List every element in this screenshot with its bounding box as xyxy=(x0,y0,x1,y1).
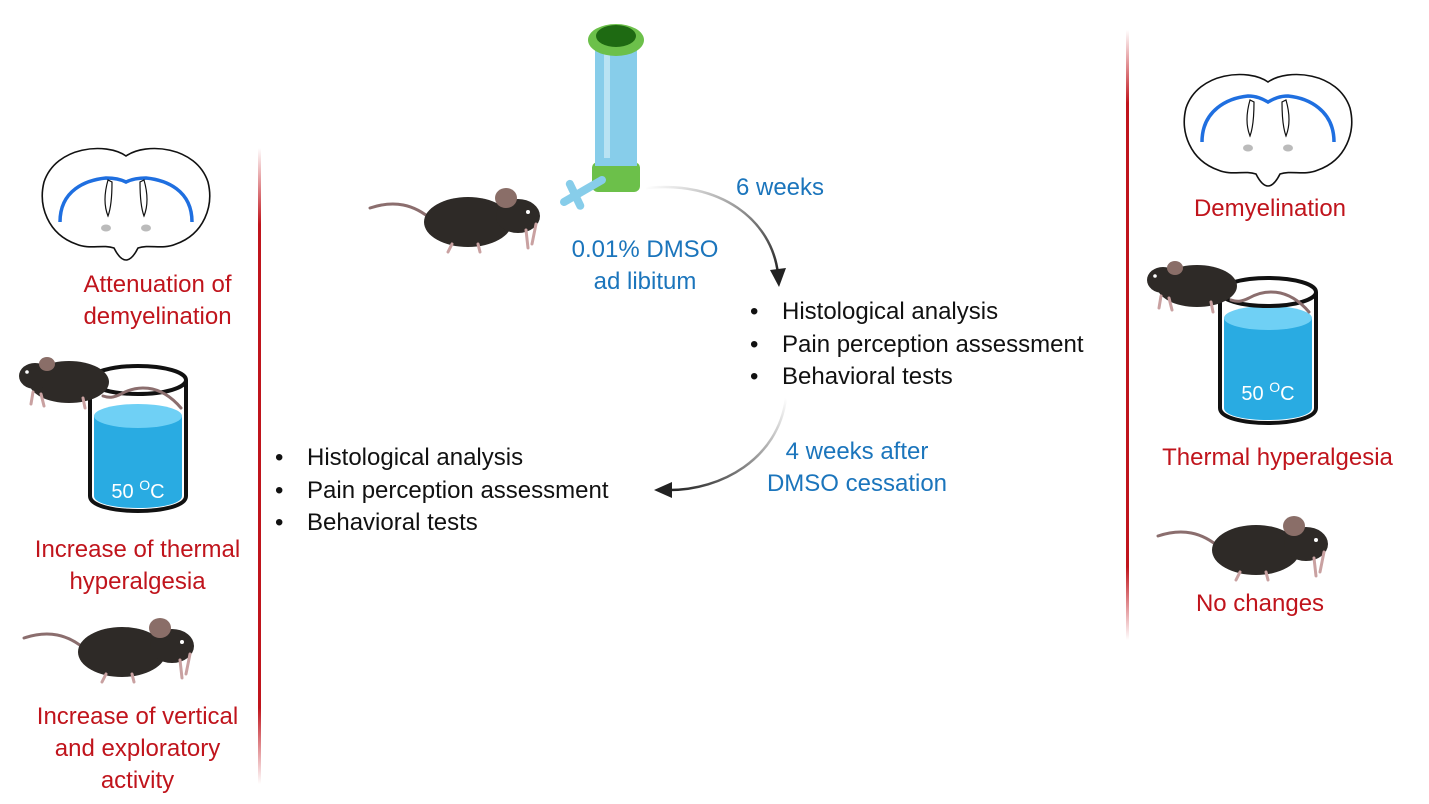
left-divider xyxy=(258,148,261,784)
left-activity-label: Increase of vertical and exploratory act… xyxy=(36,703,239,794)
list-item: Behavioral tests xyxy=(748,361,1084,394)
brain-section-icon xyxy=(41,147,211,261)
mouse-icon xyxy=(22,618,194,684)
mouse-icon xyxy=(1147,261,1311,314)
outcomes-list-1: Histological analysis Pain perception as… xyxy=(748,296,1084,394)
outcomes-list-2: Histological analysis Pain perception as… xyxy=(273,442,609,540)
water-bottle-icon xyxy=(565,24,644,210)
dmso-label: 0.01% DMSO ad libitum xyxy=(571,236,719,295)
brain-section-icon xyxy=(1183,73,1353,187)
right-divider xyxy=(1126,30,1129,640)
list-item: Pain perception assessment xyxy=(273,475,609,508)
list-item: Pain perception assessment xyxy=(748,329,1084,362)
right-brain-label: Demyelination xyxy=(1193,195,1347,222)
left-beaker-temp: 50 OC xyxy=(111,477,164,503)
left-brain-label: Attenuation of demyelination xyxy=(83,271,232,330)
beaker-icon: 50 OC xyxy=(1218,276,1318,425)
water-bottle-tube xyxy=(560,176,606,206)
beaker-icon: 50 OC xyxy=(88,364,188,513)
curved-arrow-icon xyxy=(645,185,788,498)
mouse-icon xyxy=(1156,516,1328,582)
duration-4-weeks: 4 weeks after DMSO cessation xyxy=(766,438,948,497)
mouse-icon xyxy=(368,188,540,254)
right-thermal-label: Thermal hyperalgesia xyxy=(1162,444,1393,471)
left-thermal-label: Increase of thermal hyperalgesia xyxy=(34,536,241,595)
duration-6-weeks: 6 weeks xyxy=(735,174,825,201)
list-item: Behavioral tests xyxy=(273,507,609,540)
list-item: Histological analysis xyxy=(273,442,609,475)
right-beaker-temp: 50 OC xyxy=(1241,379,1294,405)
list-item: Histological analysis xyxy=(748,296,1084,329)
right-activity-label: No changes xyxy=(1195,590,1325,617)
mouse-icon xyxy=(19,357,183,410)
